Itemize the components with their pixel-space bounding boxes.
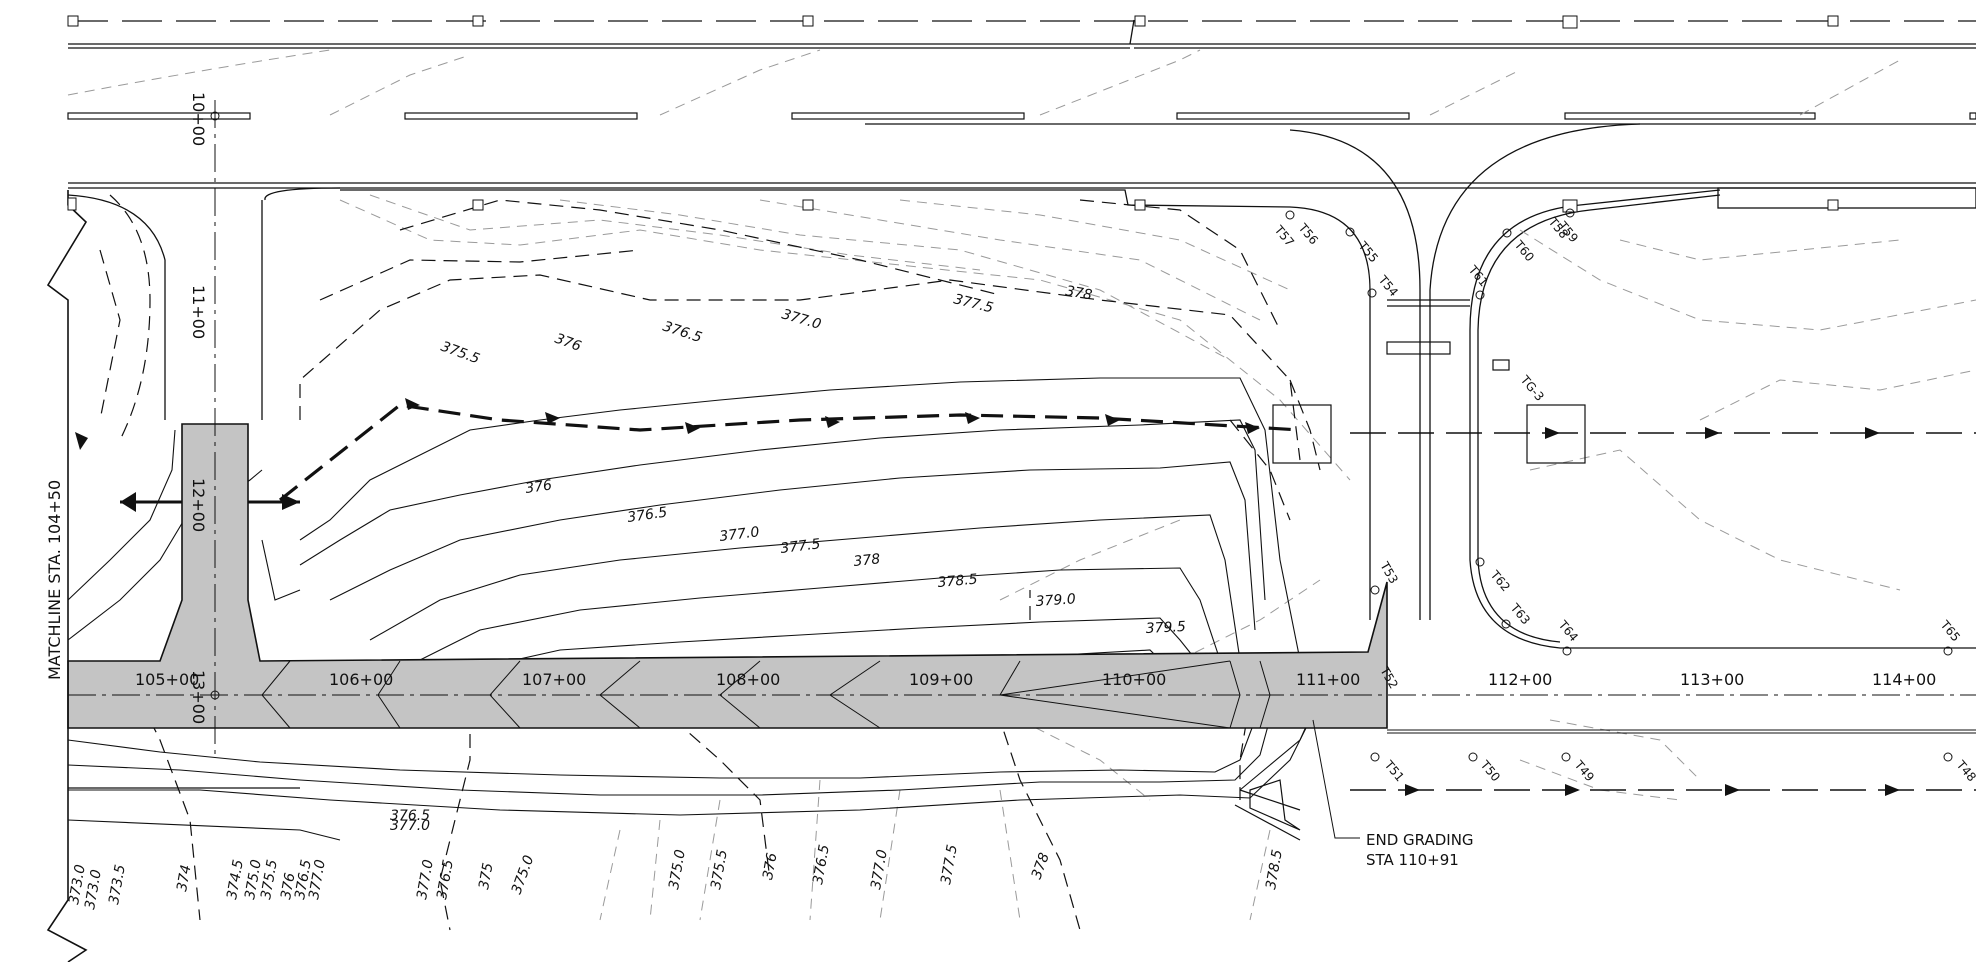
station-label: 113+00 — [1680, 670, 1744, 689]
contour-label: 376.5 — [434, 858, 457, 900]
contour-label: 376.5 — [390, 808, 430, 824]
contour-label: 378 — [1064, 283, 1093, 303]
contour-label: 378.5 — [1263, 848, 1286, 890]
end-grading-line-1: END GRADING — [1366, 831, 1474, 849]
cross-station-label: 12+00 — [189, 478, 208, 532]
contour-label: 373.0 — [66, 863, 89, 905]
contour-label: 375.5 — [708, 848, 731, 890]
station-labels: 105+00 106+00 107+00 108+00 109+00 110+0… — [135, 670, 1936, 689]
contour-label: 376 — [553, 331, 584, 355]
curb-lines — [67, 123, 1976, 649]
contour-label: 376 — [524, 477, 553, 497]
end-grading-line-2: STA 110+91 — [1366, 851, 1459, 869]
contour-label: 376 — [760, 852, 780, 881]
pavement-fill — [67, 423, 1388, 729]
end-grading-note: END GRADING STA 110+91 — [1366, 831, 1474, 869]
cross-station-label: 11+00 — [189, 285, 208, 339]
contour-labels: 376 376.5 377.0 377.5 378 378.5 379.0 37… — [66, 283, 1286, 911]
station-label: 108+00 — [716, 670, 780, 689]
swale-flowlines — [68, 403, 1976, 791]
contour-label: 375.0 — [509, 853, 538, 896]
cross-station-labels: 10+00 11+00 12+00 13+00 — [189, 92, 208, 724]
contour-label: 377.0 — [719, 524, 761, 545]
pavement-contours — [261, 660, 1271, 729]
cross-station-label: 13+00 — [189, 670, 208, 724]
contour-label: 376.5 — [292, 858, 315, 900]
centerline — [68, 100, 1976, 760]
contour-label: 377.0 — [868, 848, 891, 890]
contour-label: 376.5 — [661, 319, 704, 347]
existing-contours — [67, 49, 1976, 921]
tree-tag: T63 — [1507, 600, 1533, 627]
station-label: 114+00 — [1872, 670, 1936, 689]
station-label: 107+00 — [522, 670, 586, 689]
tree-tag: TG-3 — [1517, 372, 1547, 404]
station-label: 106+00 — [329, 670, 393, 689]
property-line-top — [68, 19, 1976, 49]
contour-label: 378 — [1029, 851, 1053, 882]
end-grading-leader — [1312, 719, 1360, 839]
tree-tag: T51 — [1381, 757, 1407, 784]
contour-label: 375.0 — [666, 848, 689, 890]
structures — [1234, 299, 1586, 841]
contour-label: 377.0 — [390, 818, 430, 834]
contour-label: 375.5 — [258, 858, 281, 900]
contour-label: 375.5 — [439, 339, 482, 368]
tree-tag: T62 — [1487, 567, 1513, 594]
tree-tag: T57 — [1271, 222, 1297, 249]
tree-tag: T53 — [1377, 559, 1401, 586]
station-label: 105+00 — [135, 670, 199, 689]
median-dashes — [67, 112, 1976, 125]
contour-label: 373.0 — [82, 868, 105, 910]
tree-symbols — [1285, 208, 1953, 762]
contour-label: 376.5 — [626, 505, 668, 526]
station-label: 112+00 — [1488, 670, 1552, 689]
contour-label: 377.0 — [306, 858, 329, 900]
contour-label: 373.5 — [106, 863, 129, 905]
tree-tag: T54 — [1375, 272, 1401, 299]
contour-label: 376.5 — [810, 843, 833, 885]
cross-station-label: 10+00 — [189, 92, 208, 146]
station-label: 110+00 — [1102, 670, 1166, 689]
contour-label: 377.0 — [414, 858, 437, 900]
contour-label: 378 — [853, 551, 881, 570]
tree-tag: T61 — [1465, 262, 1491, 289]
contour-label: 377.5 — [952, 291, 995, 316]
station-label: 109+00 — [909, 670, 973, 689]
tree-tag: T60 — [1511, 237, 1537, 264]
contour-label: 375.0 — [242, 858, 265, 900]
tree-tag: T56 — [1295, 220, 1321, 247]
tree-tag: T64 — [1555, 617, 1581, 644]
manhole-symbols — [67, 15, 1839, 213]
station-label: 111+00 — [1296, 670, 1360, 689]
contour-label: 376 — [278, 872, 298, 901]
contour-label: 377.5 — [780, 536, 822, 557]
contour-label: 379.5 — [1145, 619, 1186, 637]
contour-label: 379.0 — [1035, 591, 1076, 610]
tree-tag: T65 — [1937, 617, 1963, 644]
contour-label: 375 — [476, 862, 496, 891]
contour-label: 377.0 — [780, 306, 823, 332]
matchline-label: MATCHLINE STA. 104+50 — [45, 480, 64, 680]
contour-label: 374 — [174, 864, 194, 893]
flow-arrows — [75, 398, 1900, 796]
proposed-contours — [67, 377, 1319, 841]
contour-label: 378.5 — [937, 572, 978, 591]
dashed-contours — [99, 194, 1321, 931]
tree-tag: T50 — [1477, 757, 1503, 784]
contour-label: 374.5 — [224, 858, 247, 900]
tree-tag: T48 — [1953, 757, 1976, 784]
matchline-break — [46, 190, 88, 962]
contour-label: 377.5 — [938, 843, 961, 885]
